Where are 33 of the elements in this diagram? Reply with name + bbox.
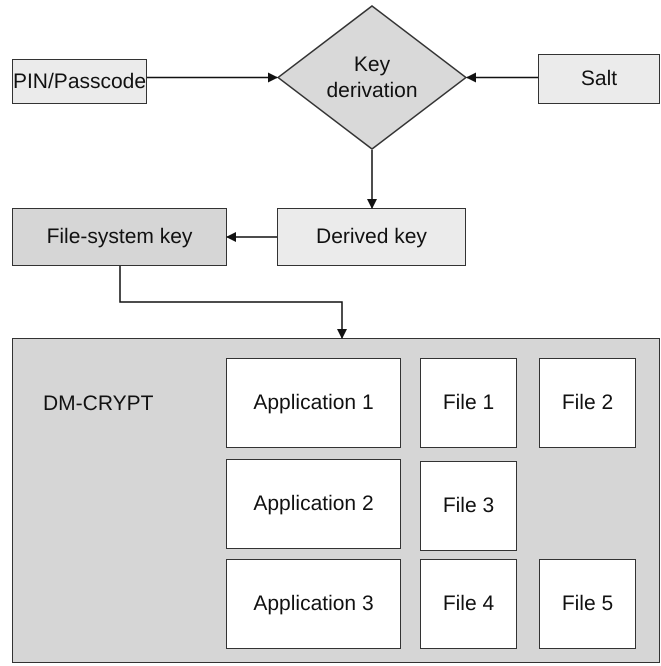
node-label: File 3: [442, 493, 494, 519]
process-box: [538, 54, 660, 104]
process-box: [226, 358, 401, 448]
node-label: Application 3: [253, 591, 374, 617]
process-box: [226, 459, 401, 549]
arrow: [226, 232, 277, 242]
process-box: [539, 559, 636, 649]
node-label: Application 1: [253, 390, 374, 416]
process-box: [420, 559, 517, 649]
process-box: [12, 208, 227, 266]
process-box: [420, 358, 517, 448]
arrow: [367, 150, 377, 209]
node-label: Key derivation: [325, 52, 419, 103]
node-label: File 1: [442, 390, 494, 416]
node-label: File-system key: [46, 224, 192, 250]
container-panel: [12, 338, 660, 663]
node-label: Application 2: [253, 491, 374, 517]
process-box: [226, 559, 401, 649]
arrow: [466, 72, 538, 82]
node-label: Derived key: [316, 224, 427, 250]
process-box: [420, 461, 517, 551]
node-label: File 5: [562, 591, 614, 617]
node-label: PIN/Passcode: [12, 68, 146, 94]
arrow: [147, 72, 278, 82]
node-label: Salt: [580, 66, 618, 92]
process-box: [12, 59, 147, 104]
node-label: File 4: [442, 591, 494, 617]
decision-diamond: [277, 5, 467, 150]
arrow: [119, 266, 347, 339]
process-box: [277, 208, 466, 266]
process-box: [539, 358, 636, 448]
panel-label: DM-CRYPT: [43, 391, 154, 416]
node-label: File 2: [562, 390, 614, 416]
